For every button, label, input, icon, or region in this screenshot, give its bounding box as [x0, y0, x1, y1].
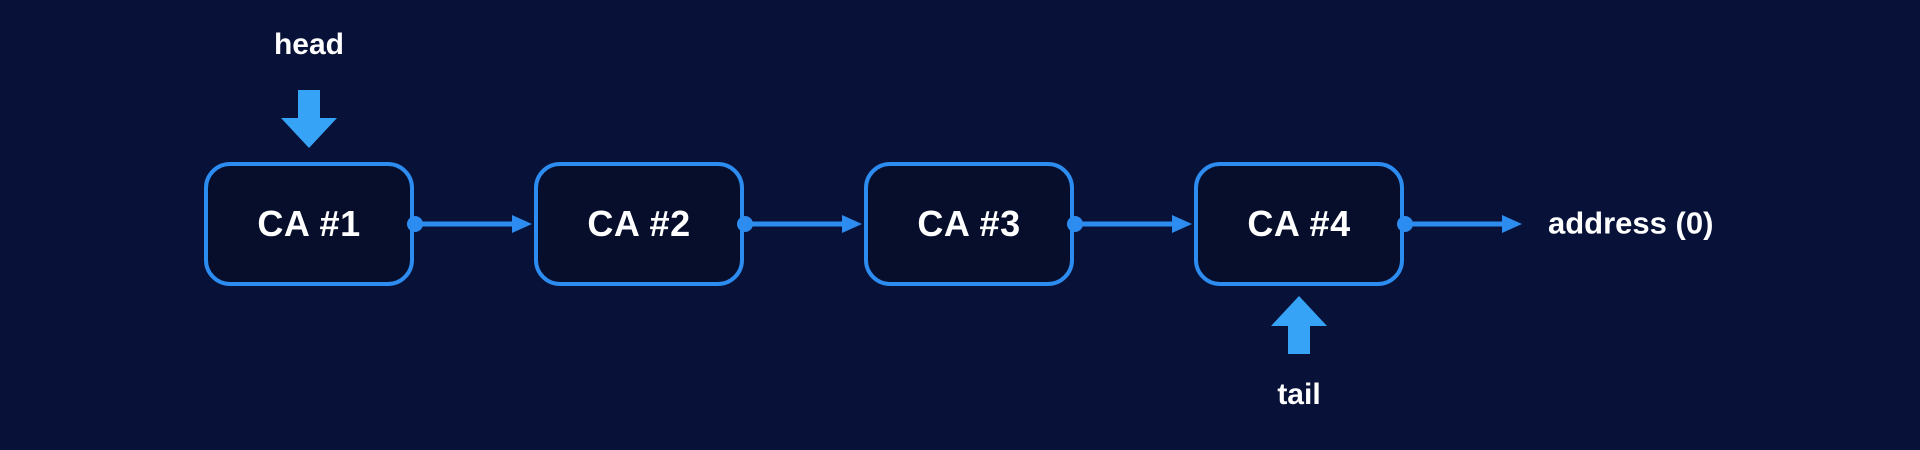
- link-arrow-icon: [1067, 215, 1192, 233]
- node-ca1-label: CA #1: [257, 203, 361, 244]
- node-ca2-label: CA #2: [587, 203, 691, 244]
- node-ca1: CA #1: [204, 162, 414, 286]
- node-ca4-label: CA #4: [1247, 203, 1351, 244]
- head-pointer-label: head: [273, 28, 345, 61]
- block-arrow-up-icon: [1271, 296, 1327, 354]
- node-ca4: CA #4: [1194, 162, 1404, 286]
- node-ca2: CA #2: [534, 162, 744, 286]
- node-ca3: CA #3: [864, 162, 1074, 286]
- tail-pointer-label: tail: [1277, 378, 1321, 411]
- link-arrow-icon: [1397, 215, 1522, 233]
- link-arrow-icon: [407, 215, 532, 233]
- block-arrow-down-icon: [281, 90, 337, 148]
- node-ca3-label: CA #3: [917, 203, 1021, 244]
- terminal-address-label: address (0): [1548, 205, 1714, 241]
- link-arrow-icon: [737, 215, 862, 233]
